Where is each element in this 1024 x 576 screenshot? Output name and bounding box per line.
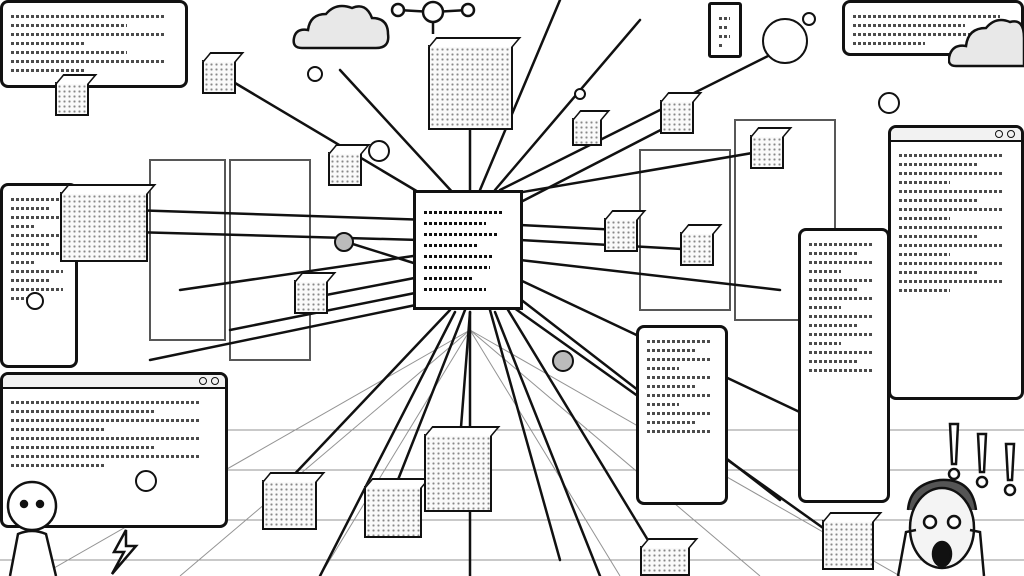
worried-figure-left	[6, 480, 58, 576]
network-node	[574, 88, 586, 100]
data-cube	[60, 192, 148, 262]
data-cube	[750, 135, 784, 169]
data-cube	[428, 45, 513, 130]
data-cube	[202, 60, 236, 94]
network-node	[802, 12, 816, 26]
data-cube	[294, 280, 328, 314]
network-node	[552, 350, 574, 372]
network-node	[762, 18, 808, 64]
cloud-icon	[292, 4, 390, 50]
data-cube	[55, 82, 89, 116]
data-cube	[572, 118, 602, 146]
code-window-left	[0, 183, 78, 368]
lightning-icon	[110, 529, 139, 575]
network-node	[878, 92, 900, 114]
code-window-right-middle	[798, 228, 890, 503]
network-node	[334, 232, 354, 252]
code-tag-top-right	[708, 2, 742, 58]
code-window-bottom-left	[0, 372, 228, 528]
data-cube	[640, 546, 690, 576]
data-cube	[680, 232, 714, 266]
data-cube	[822, 520, 874, 570]
data-cube	[424, 434, 492, 512]
code-window-right-large	[888, 125, 1024, 400]
screaming-figure-right	[896, 478, 986, 576]
molecule-icon	[390, 0, 476, 34]
code-window-center-right	[636, 325, 728, 505]
network-node	[26, 292, 44, 310]
data-cube	[660, 100, 694, 134]
network-node	[307, 66, 323, 82]
central-code-hub	[413, 190, 523, 310]
data-cube	[364, 486, 422, 538]
network-node	[368, 140, 390, 162]
data-cube	[328, 152, 362, 186]
data-cube	[604, 218, 638, 252]
cloud-icon	[948, 18, 1024, 68]
network-node	[135, 470, 157, 492]
exclamation-icon	[947, 422, 1017, 497]
data-cube	[262, 480, 317, 530]
